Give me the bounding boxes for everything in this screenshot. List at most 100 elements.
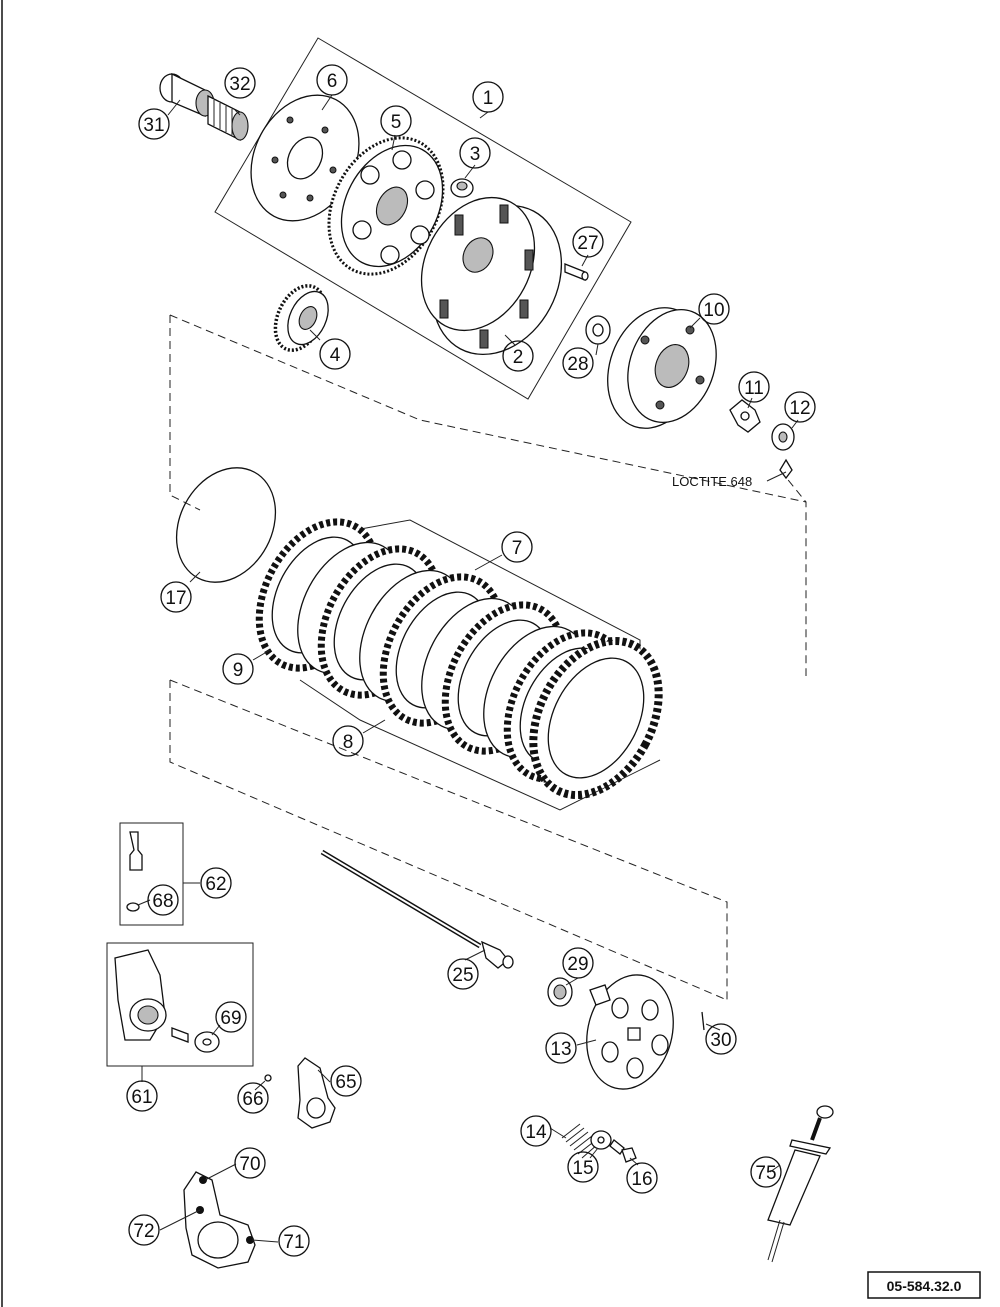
- callout-number: 7: [512, 538, 523, 559]
- callout-number: 1: [483, 88, 494, 109]
- dashed-frame-lower: [169, 679, 728, 1000]
- slave-cylinder-part-61: [114, 949, 189, 1043]
- callout-65: 65: [330, 1065, 362, 1097]
- thrust-washer-part-6: [250, 94, 360, 222]
- callout-16: 16: [626, 1162, 658, 1194]
- callout-32: 32: [224, 67, 256, 99]
- syringe-part-75: [767, 1105, 834, 1263]
- loctite-drop-icon: [779, 458, 793, 480]
- callout-62: 62: [200, 867, 232, 899]
- gear-part-4: [273, 284, 329, 352]
- callout-number: 72: [133, 1221, 154, 1242]
- callout-number: 6: [327, 71, 338, 92]
- sealing-point-71: [246, 1236, 254, 1244]
- callout-12: 12: [784, 391, 816, 423]
- bushing-part-3: [450, 178, 474, 198]
- group-box-62: [119, 822, 184, 926]
- sealing-point-70: [199, 1176, 207, 1184]
- dashed-frame-upper: [169, 314, 807, 676]
- callout-29: 29: [562, 947, 594, 979]
- callout-5: 5: [380, 105, 412, 137]
- callout-number: 12: [789, 398, 810, 419]
- o-ring-part-66: [264, 1074, 272, 1082]
- callout-7: 7: [501, 531, 533, 563]
- callout-number: 28: [567, 354, 588, 375]
- spring-part-14: [561, 1123, 599, 1159]
- callout-25: 25: [447, 958, 479, 990]
- callout-6: 6: [316, 64, 348, 96]
- callout-number: 14: [525, 1122, 547, 1143]
- dashed-frame-upper-left: [169, 315, 201, 511]
- callout-number: 62: [205, 874, 226, 895]
- disc-frame-bottom: [299, 679, 661, 811]
- callout-number: 9: [233, 660, 244, 681]
- callout-2: 2: [502, 340, 534, 372]
- pressure-cap-part-13: [586, 974, 674, 1090]
- callout-number: 10: [703, 300, 724, 321]
- drawing-number-box: [867, 1271, 981, 1299]
- callout-15: 15: [567, 1151, 599, 1183]
- callout-number: 68: [152, 891, 173, 912]
- callout-number: 8: [343, 732, 354, 753]
- inner-hub-part-10: [607, 307, 717, 429]
- gasket-part-65: [297, 1057, 336, 1129]
- needle-bearing-part-32: [207, 94, 249, 142]
- callout-72: 72: [128, 1214, 160, 1246]
- loctite-note: LOCTITE 648: [672, 474, 752, 489]
- callout-61: 61: [126, 1080, 158, 1112]
- callout-number: 32: [229, 74, 250, 95]
- gasket-assembly-70-72: [183, 1171, 256, 1269]
- callout-number: 31: [143, 115, 164, 136]
- callout-number: 3: [470, 144, 481, 165]
- callout-number: 11: [744, 378, 764, 399]
- washer-part-15: [590, 1130, 612, 1150]
- callout-number: 25: [452, 965, 473, 986]
- callout-70: 70: [234, 1147, 266, 1179]
- pin-part-27: [564, 263, 589, 281]
- callout-69: 69: [215, 1001, 247, 1033]
- callout-number: 2: [513, 347, 524, 368]
- callout-number: 5: [391, 112, 402, 133]
- callout-71: 71: [278, 1225, 310, 1257]
- bolt-part-16: [609, 1139, 637, 1163]
- callout-30: 30: [705, 1023, 737, 1055]
- dashed-frame-lower-left: [169, 680, 728, 1001]
- callout-66: 66: [237, 1082, 269, 1114]
- friction-disc: [529, 636, 663, 800]
- group-box-61: [106, 942, 254, 1067]
- callout-14: 14: [520, 1115, 552, 1147]
- clutch-disc-pack: [255, 518, 663, 800]
- callout-8: 8: [332, 725, 364, 757]
- bushing-part-31: [159, 72, 215, 117]
- lock-washer-part-11: [729, 399, 761, 433]
- callout-number: 4: [330, 345, 341, 366]
- callout-1: 1: [472, 81, 504, 113]
- callout-number: 29: [567, 954, 588, 975]
- callout-number: 70: [239, 1154, 260, 1175]
- callout-3: 3: [459, 137, 491, 169]
- callout-number: 27: [577, 233, 598, 254]
- callout-10: 10: [698, 293, 730, 325]
- washer-part-28: [585, 315, 611, 345]
- group-frame-1: [214, 37, 632, 400]
- bearing-part-29: [547, 977, 573, 1007]
- callout-number: 71: [283, 1232, 304, 1253]
- callout-number: 13: [550, 1039, 571, 1060]
- callout-number: 61: [131, 1087, 152, 1108]
- callout-number: 65: [335, 1072, 356, 1093]
- gasket-part-65-hole: [306, 1097, 326, 1119]
- callout-27: 27: [572, 226, 604, 258]
- callout-number: 75: [755, 1163, 776, 1184]
- push-rod-part-25: [320, 849, 514, 969]
- piston-part-69: [194, 1031, 220, 1053]
- callout-17: 17: [160, 581, 192, 613]
- callout-number: 69: [220, 1008, 241, 1029]
- clutch-basket-part-2: [420, 196, 563, 356]
- callout-number: 30: [710, 1030, 731, 1051]
- o-ring-part-17: [175, 467, 277, 583]
- callout-number: 66: [242, 1089, 263, 1110]
- callout-number: 17: [165, 588, 186, 609]
- o-ring-part-68: [126, 902, 140, 912]
- nut-part-12: [771, 423, 795, 451]
